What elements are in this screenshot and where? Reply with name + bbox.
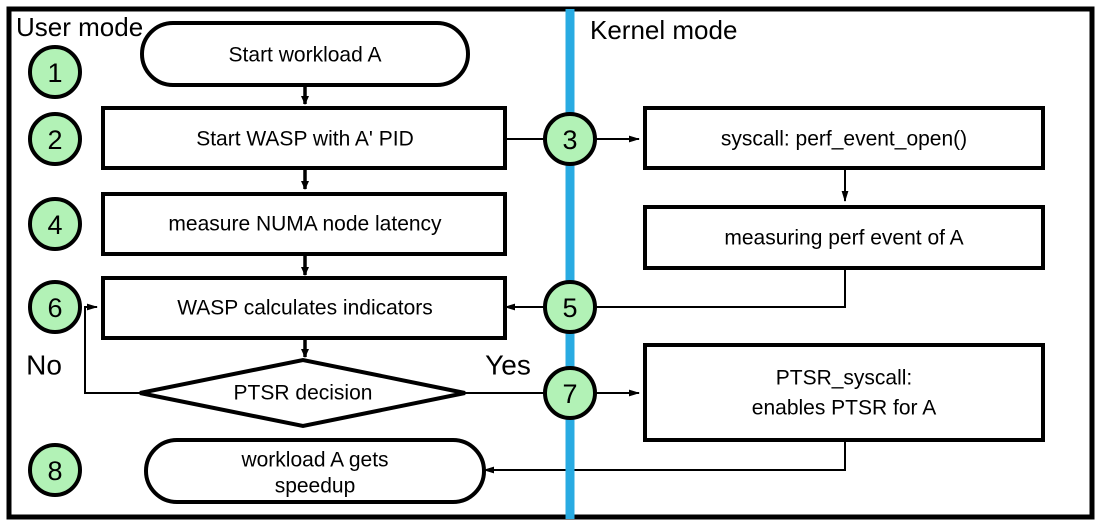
step-badge-6[interactable]: 6 bbox=[28, 280, 82, 334]
node-start-wasp-label: Start WASP with A' PID bbox=[196, 128, 414, 151]
node-measuring-perf-event[interactable]: measuring perf event of A bbox=[643, 205, 1045, 270]
node-ptsr-syscall[interactable]: PTSR_syscall: enables PTSR for A bbox=[643, 343, 1045, 442]
node-syscall-perf-open-label: syscall: perf_event_open() bbox=[721, 128, 967, 151]
lane-label-user-mode: User mode bbox=[16, 12, 143, 42]
step-badge-3-circle bbox=[543, 112, 597, 166]
step-badge-6-label: 6 bbox=[47, 293, 62, 323]
node-workload-speedup[interactable]: workload A gets speedup bbox=[144, 438, 486, 504]
step-badge-1-circle bbox=[28, 45, 82, 99]
step-badge-4-circle bbox=[28, 197, 82, 251]
node-measure-numa[interactable]: measure NUMA node latency bbox=[101, 192, 507, 256]
step-badge-1[interactable]: 1 bbox=[28, 45, 82, 99]
node-measuring-perf-event-label: measuring perf event of A bbox=[724, 227, 963, 250]
step-badge-4-label: 4 bbox=[47, 210, 62, 240]
step-badge-2-circle bbox=[28, 112, 82, 166]
node-measure-numa-label: measure NUMA node latency bbox=[168, 213, 442, 236]
branch-label-yes: Yes bbox=[485, 350, 531, 381]
step-badge-7-circle bbox=[543, 366, 597, 420]
step-badge-3[interactable]: 3 bbox=[543, 112, 597, 166]
step-badge-4[interactable]: 4 bbox=[28, 197, 82, 251]
node-wasp-calculates-shape bbox=[101, 276, 507, 340]
edge-ptsr-to-speedup bbox=[483, 440, 846, 474]
node-measuring-perf-event-shape bbox=[643, 205, 1045, 270]
node-start-wasp-shape bbox=[101, 106, 507, 170]
lane-label-kernel-mode: Kernel mode bbox=[590, 15, 737, 45]
step-badge-5-circle bbox=[543, 280, 597, 334]
step-badge-5[interactable]: 5 bbox=[543, 280, 597, 334]
node-start-workload[interactable]: Start workload A bbox=[140, 21, 470, 87]
edge-measuring-to-badge5 bbox=[595, 268, 846, 308]
node-wasp-calculates[interactable]: WASP calculates indicators bbox=[101, 276, 507, 340]
step-badge-8[interactable]: 8 bbox=[28, 443, 82, 497]
node-syscall-perf-open[interactable]: syscall: perf_event_open() bbox=[643, 106, 1045, 170]
node-ptsr-decision-label: PTSR decision bbox=[234, 382, 373, 405]
step-badge-8-label: 8 bbox=[47, 456, 62, 486]
step-badge-2[interactable]: 2 bbox=[28, 112, 82, 166]
node-ptsr-syscall-shape bbox=[643, 343, 1045, 442]
diagram-border bbox=[6, 6, 1095, 520]
node-start-wasp[interactable]: Start WASP with A' PID bbox=[101, 106, 507, 170]
node-workload-speedup-shape bbox=[144, 438, 486, 504]
node-workload-speedup-label-line2: speedup bbox=[275, 475, 356, 498]
step-badge-1-label: 1 bbox=[47, 58, 62, 88]
step-badge-3-label: 3 bbox=[562, 125, 577, 155]
node-ptsr-decision[interactable]: PTSR decision bbox=[139, 357, 466, 429]
step-badge-6-circle bbox=[28, 280, 82, 334]
step-badge-2-label: 2 bbox=[47, 125, 62, 155]
node-measure-numa-shape bbox=[101, 192, 507, 256]
node-start-workload-shape bbox=[140, 21, 470, 87]
node-syscall-perf-open-shape bbox=[643, 106, 1045, 170]
node-ptsr-decision-shape bbox=[139, 357, 466, 429]
step-badge-7[interactable]: 7 bbox=[543, 366, 597, 420]
node-ptsr-syscall-label-line2: enables PTSR for A bbox=[752, 397, 936, 420]
branch-label-no: No bbox=[26, 350, 62, 381]
node-ptsr-syscall-label-line1: PTSR_syscall: bbox=[776, 367, 913, 390]
edge-decision-no-loopback bbox=[84, 303, 140, 394]
step-badge-8-circle bbox=[28, 443, 82, 497]
node-workload-speedup-label-line1: workload A gets bbox=[240, 449, 388, 472]
step-badge-7-label: 7 bbox=[562, 379, 577, 409]
node-start-workload-label: Start workload A bbox=[229, 44, 382, 67]
node-wasp-calculates-label: WASP calculates indicators bbox=[177, 297, 433, 320]
step-badge-5-label: 5 bbox=[562, 293, 577, 323]
